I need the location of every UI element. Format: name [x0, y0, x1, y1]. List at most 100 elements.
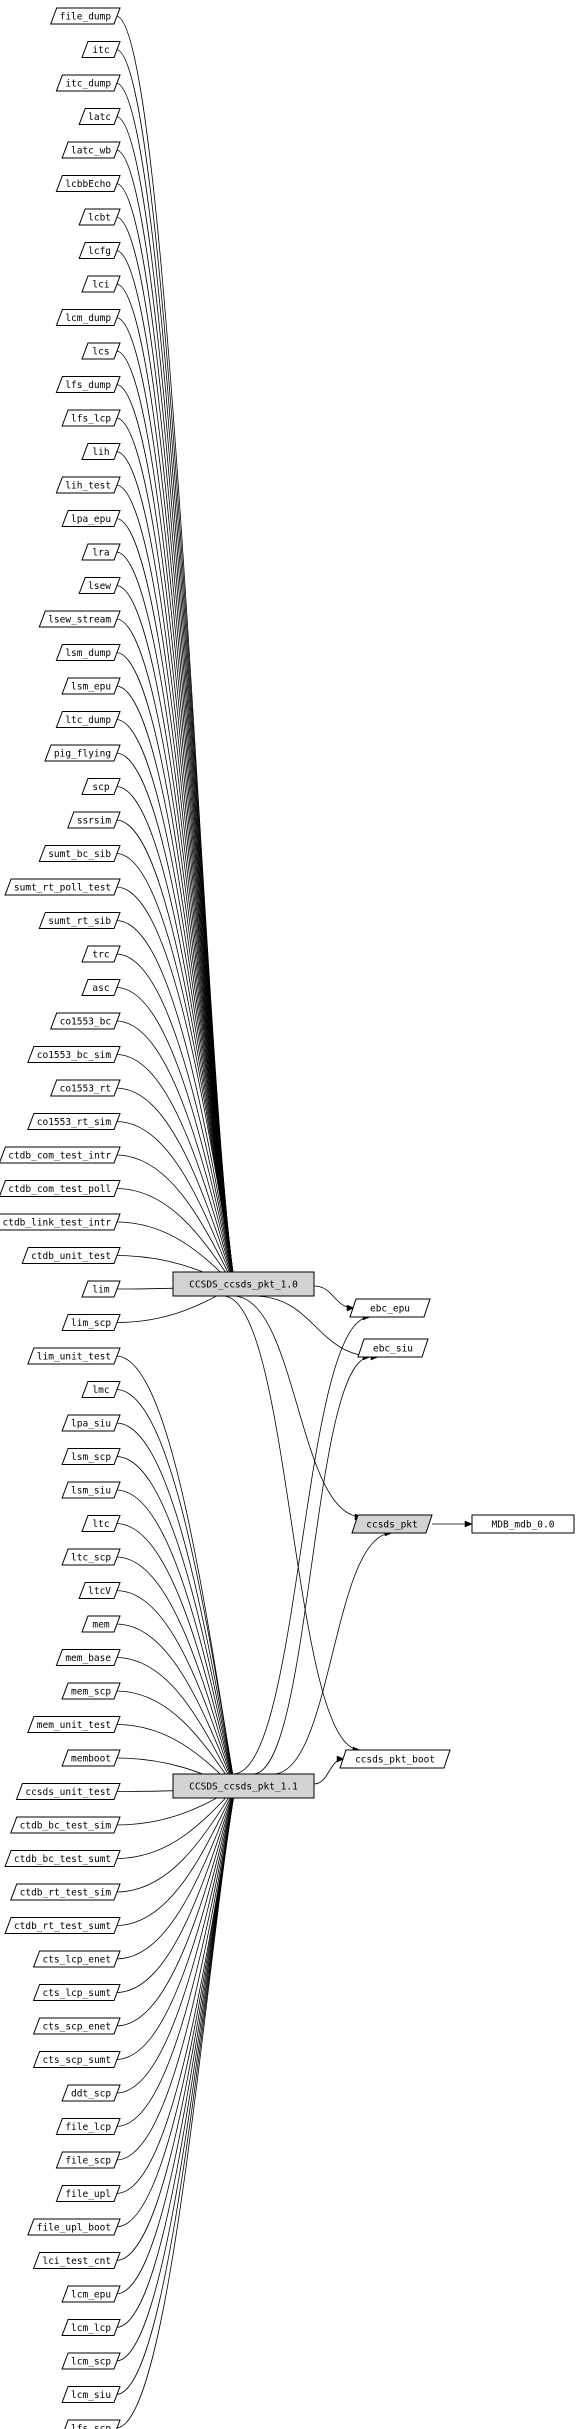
node-lsew[interactable]: lsew [78, 577, 121, 594]
node-sumt-rt-poll-test[interactable]: sumt_rt_poll_test [4, 878, 121, 896]
node-lpa-epu[interactable]: lpa_epu [61, 510, 121, 527]
node-lcm-dump[interactable]: lcm_dump [55, 309, 121, 326]
node-ctdb-link-test-intr[interactable]: ctdb_link_test_intr [0, 1213, 121, 1231]
node-shape [78, 208, 121, 226]
node-ctdb-unit-test[interactable]: ctdb_unit_test [21, 1247, 121, 1264]
edge-file-upl [115, 1787, 236, 2194]
node-itc-dump[interactable]: itc_dump [55, 74, 121, 92]
node-lsm-epu[interactable]: lsm_epu [61, 677, 121, 695]
node-ctdb-com-test-intr[interactable]: ctdb_com_test_intr [0, 1146, 121, 1164]
node-memboot[interactable]: memboot [61, 1749, 121, 1767]
node-file-upl-boot[interactable]: file_upl_boot [27, 2218, 121, 2236]
node-lfs-scp[interactable]: lfs_scp [62, 2419, 121, 2429]
node-shape [61, 510, 121, 527]
node-label: lra [92, 548, 109, 559]
node-lsm-scp[interactable]: lsm_scp [61, 1448, 121, 1465]
node-lmc[interactable]: lmc [81, 1381, 121, 1398]
node-lih[interactable]: lih [81, 443, 121, 460]
node-co1553-rt-sim[interactable]: co1553_rt_sim [27, 1113, 121, 1130]
node-cts-lcp-sumt[interactable]: cts_lcp_sumt [32, 1984, 121, 2001]
node-mem-scp[interactable]: mem_scp [61, 1682, 121, 1700]
node-ebc-epu[interactable]: ebc_epu [349, 1298, 431, 1318]
node-shape [81, 41, 121, 58]
edge-ltc-dump [115, 719, 236, 1287]
node-lim-unit-test[interactable]: lim_unit_test [27, 1347, 121, 1365]
node-shape [55, 2151, 121, 2169]
node-lcbt[interactable]: lcbt [78, 208, 121, 226]
node-ctdb-bc-test-sim[interactable]: ctdb_bc_test_sim [10, 1816, 121, 1834]
node-cts-lcp-enet[interactable]: cts_lcp_enet [32, 1950, 121, 1968]
node-lsew-stream[interactable]: lsew_stream [38, 610, 121, 628]
node-lim-scp[interactable]: lim_scp [61, 1314, 121, 1331]
node-lfs-dump[interactable]: lfs_dump [55, 376, 121, 393]
node-shape [61, 2084, 121, 2102]
node-mem-unit-test[interactable]: mem_unit_test [27, 1716, 121, 1733]
node-shape [44, 744, 121, 762]
node-ltc-scp[interactable]: ltc_scp [61, 1548, 121, 1566]
node-label: file_scp [65, 2156, 111, 2167]
node-lpa-siu[interactable]: lpa_siu [61, 1414, 121, 1432]
node-lsm-dump[interactable]: lsm_dump [55, 644, 121, 661]
node-label: lpa_epu [71, 514, 111, 525]
node-trc[interactable]: trc [81, 945, 121, 963]
node-file-scp[interactable]: file_scp [55, 2151, 121, 2169]
node-itc[interactable]: itc [81, 41, 121, 58]
node-ltc-dump[interactable]: ltc_dump [55, 711, 121, 728]
node-ctdb-rt-test-sim[interactable]: ctdb_rt_test_sim [10, 1883, 121, 1901]
node-lci[interactable]: lci [81, 275, 121, 293]
node-lim[interactable]: lim [81, 1280, 121, 1298]
node-lcs[interactable]: lcs [81, 342, 121, 360]
edge-file-lcp [115, 1787, 236, 2127]
node-ccsds-unit-test[interactable]: ccsds_unit_test [15, 1783, 121, 1800]
node-lcm-siu[interactable]: lcm_siu [61, 2386, 121, 2403]
node-shape [38, 610, 121, 628]
node-ccsds-pkt-boot[interactable]: ccsds_pkt_boot [339, 1749, 451, 1769]
node-mem-base[interactable]: mem_base [55, 1649, 121, 1666]
node-mdb[interactable]: MDB_mdb_0.0 [471, 1514, 575, 1534]
node-lsm-siu[interactable]: lsm_siu [61, 1481, 121, 1499]
node-label: lcs [92, 347, 109, 358]
node-file-upl[interactable]: file_upl [55, 2185, 121, 2202]
node-ccsds-pkt[interactable]: ccsds_pkt [351, 1514, 433, 1534]
node-co1553-bc[interactable]: co1553_bc [49, 1012, 121, 1030]
node-ebc-siu[interactable]: ebc_siu [357, 1338, 429, 1358]
node-mem[interactable]: mem [81, 1615, 121, 1633]
node-shape [61, 2386, 121, 2403]
node-ctdb-bc-test-sumt[interactable]: ctdb_bc_test_sumt [4, 1850, 121, 1867]
edge-ctdb-com-test-intr [115, 1154, 236, 1287]
node-lcm-epu[interactable]: lcm_epu [61, 2285, 121, 2303]
node-lcfg[interactable]: lcfg [78, 242, 121, 259]
node-shape [55, 175, 121, 192]
node-lcm-scp[interactable]: lcm_scp [61, 2352, 121, 2370]
node-file-lcp[interactable]: file_lcp [55, 2118, 121, 2135]
node-sumt-bc-sib[interactable]: sumt_bc_sib [38, 845, 121, 862]
node-shape [78, 108, 121, 125]
node-lra[interactable]: lra [81, 543, 121, 561]
node-ddt-scp[interactable]: ddt_scp [61, 2084, 121, 2102]
node-lfs-lcp[interactable]: lfs_lcp [61, 409, 121, 427]
node-lci-test-cnt[interactable]: lci_test_cnt [32, 2252, 121, 2269]
node-latc[interactable]: latc [78, 108, 121, 125]
node-co1553-rt[interactable]: co1553_rt [49, 1079, 121, 1097]
node-co1553-bc-sim[interactable]: co1553_bc_sim [27, 1046, 121, 1063]
package-node-pkt11[interactable]: CCSDS_ccsds_pkt_1.1 [172, 1773, 315, 1799]
node-ltcv[interactable]: ltcV [78, 1582, 121, 1599]
node-lih-test[interactable]: lih_test [55, 476, 121, 494]
node-ctdb-com-test-poll[interactable]: ctdb_com_test_poll [0, 1180, 121, 1197]
node-ctdb-rt-test-sumt[interactable]: ctdb_rt_test_sumt [4, 1917, 121, 1934]
node-asc[interactable]: asc [81, 979, 121, 996]
node-shape [32, 2252, 121, 2269]
node-cts-scp-sumt[interactable]: cts_scp_sumt [32, 2051, 121, 2068]
node-shape [78, 242, 121, 259]
node-lcbbecho[interactable]: lcbbEcho [55, 175, 121, 192]
node-lcm-lcp[interactable]: lcm_lcp [61, 2319, 121, 2336]
node-file-dump[interactable]: file_dump [49, 7, 121, 25]
package-node-pkt10[interactable]: CCSDS_ccsds_pkt_1.0 [172, 1271, 315, 1297]
node-cts-scp-enet[interactable]: cts_scp_enet [32, 2017, 121, 2035]
node-ssrsim[interactable]: ssrsim [67, 811, 121, 829]
node-latc-wb[interactable]: latc_wb [61, 141, 121, 159]
node-sumt-rt-sib[interactable]: sumt_rt_sib [38, 912, 121, 929]
node-pig-flying[interactable]: pig_flying [44, 744, 121, 762]
node-scp[interactable]: scp [81, 778, 121, 795]
node-ltc[interactable]: ltc [81, 1515, 121, 1532]
